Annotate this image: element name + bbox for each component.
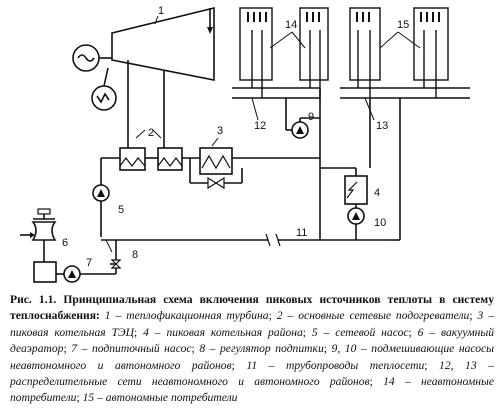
label-10: 10 [374, 217, 386, 229]
label-6: 6 [62, 237, 68, 249]
label-15: 15 [397, 19, 409, 31]
label-12: 12 [254, 120, 266, 132]
caption-title: Рис. 1.1. Принципиальная схема включения… [10, 293, 494, 323]
label-8: 8 [132, 249, 138, 261]
caption-item: 11 – трубопроводы теплосети; [246, 358, 428, 372]
caption-item-text: подпиточный насос [91, 342, 192, 356]
caption-item: 2 – основные сетевые подогреватели; [276, 309, 473, 323]
caption-item-number: 8 [199, 342, 206, 356]
peak-boiler-tpp [199, 147, 233, 175]
label-9: 9 [308, 111, 314, 123]
label-11: 11 [296, 227, 307, 239]
bypass-valve [207, 176, 225, 190]
caption-item-text: автономные потребители [105, 391, 238, 405]
caption-item-number: 15 [82, 391, 95, 405]
caption-item: 9, 10 – подмешивающие насосы неавтономно… [10, 342, 495, 372]
caption-item: 5 – сетевой насос; [311, 325, 412, 339]
caption-item-number: 7 [71, 342, 78, 356]
heat-supply-schematic: 1 2 3 4 5 6 7 8 9 10 11 12 13 14 15 [20, 5, 470, 283]
caption-item-text: сетевой насос [335, 325, 409, 339]
caption-item-text: трубопроводы теплосети [286, 358, 425, 372]
caption-item-number: 14 [383, 375, 395, 389]
caption-item: 4 – пиковая котельная района; [143, 325, 307, 339]
label-5: 5 [118, 204, 124, 216]
label-3: 3 [217, 125, 223, 137]
caption-item-text: распределительные сети неавтономного и а… [10, 375, 370, 389]
turbine [111, 6, 215, 81]
non-autonomous-consumers [239, 7, 329, 98]
caption-item-text: пиковая котельная района [166, 325, 303, 339]
vacuum-deaerator [31, 221, 57, 241]
label-7: 7 [86, 257, 92, 269]
caption-item-text: вакуумный деаэратор [10, 325, 494, 356]
caption-item-number: 1 [104, 309, 111, 323]
caption-item: 14 – неавтономные потребители; [10, 375, 494, 405]
caption-item: 1 – теплофикационная турбина; [104, 309, 272, 323]
caption-item-number: 12, 13 [439, 358, 477, 372]
caption-item-text: подмешивающие насосы неавтономного и авт… [10, 342, 495, 372]
caption-item-number: 9, 10 [331, 342, 357, 356]
condenser-icon [91, 85, 117, 111]
network-heater-b [157, 147, 183, 171]
caption-item: 8 – регулятор подпитки; [199, 342, 327, 356]
label-2: 2 [148, 127, 154, 139]
caption-item-number: 5 [311, 325, 318, 339]
caption-item-text: основные сетевые подогреватели [298, 309, 470, 323]
caption-item-number: 4 [143, 325, 149, 339]
label-1: 1 [158, 5, 164, 17]
caption-item: 12, 13 – распределительные сети неавтоно… [10, 358, 494, 389]
label-14: 14 [285, 19, 297, 31]
caption-item: 7 – подпиточный насос; [71, 342, 195, 356]
caption-item-text: регулятор подпитки [220, 342, 324, 356]
caption-item-text: неавтономные потребители [10, 375, 494, 405]
label-13: 13 [376, 120, 388, 132]
caption-item: 3 – пиковая котельная ТЭЦ; [10, 309, 495, 339]
caption-item-number: 11 [246, 358, 258, 372]
makeup-tank [33, 261, 57, 283]
label-4: 4 [374, 187, 380, 199]
figure-caption: Рис. 1.1. Принципиальная схема включения… [10, 292, 494, 407]
caption-item-text: теплофикационная турбина [126, 309, 269, 323]
caption-item: 6 – вакуумный деаэратор; [10, 325, 494, 356]
caption-item-text: пиковая котельная ТЭЦ [10, 325, 134, 339]
network-heater-a [119, 147, 146, 171]
caption-item-number: 2 [276, 309, 283, 323]
caption-item-number: 6 [417, 325, 424, 339]
caption-item-number: 3 [477, 309, 484, 323]
caption-item: 15 – автономные потребители [82, 391, 238, 405]
